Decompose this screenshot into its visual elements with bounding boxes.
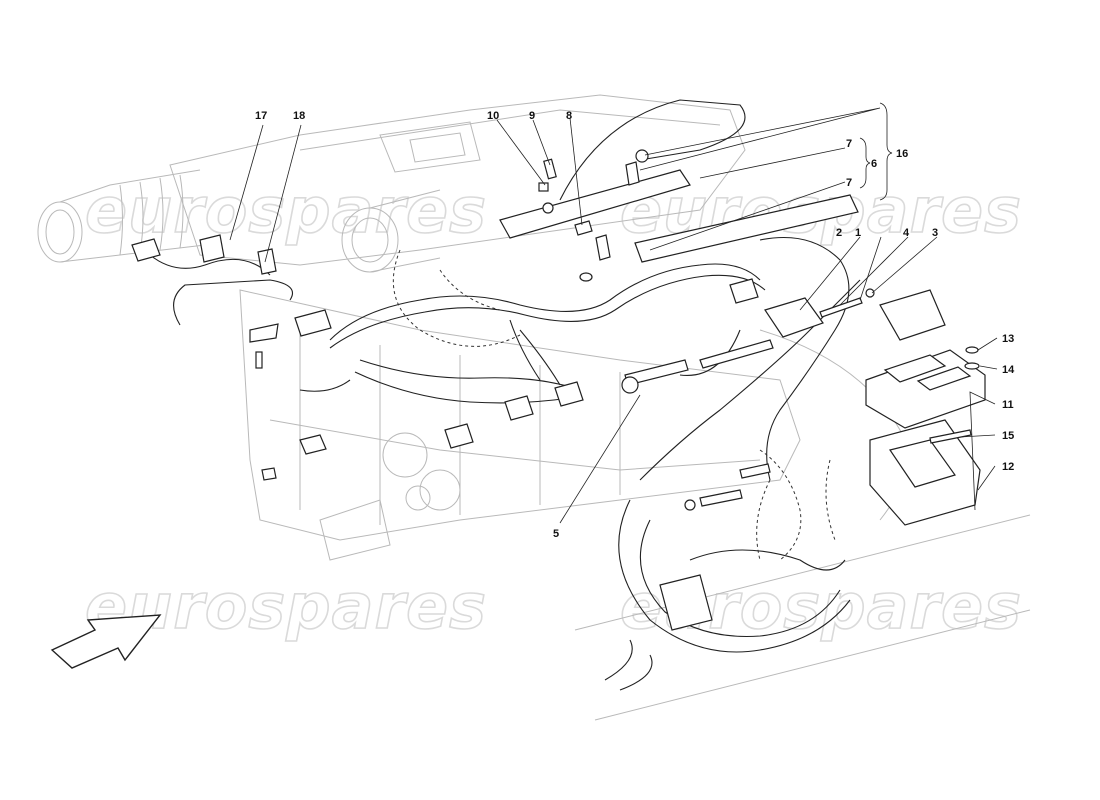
callout-2: 2 [836, 227, 842, 239]
callout-14: 14 [1002, 364, 1015, 376]
nut-13 [965, 346, 979, 354]
washer-14 [964, 362, 980, 370]
watermark-bottom-left: eurospares [85, 570, 487, 643]
fuel-rail-assembly [499, 99, 859, 282]
callout-8: 8 [566, 110, 572, 122]
fuel-rail-fitting [542, 202, 554, 214]
callout-labels: 1 2 3 4 5 6 7 7 8 9 10 11 12 13 14 15 16… [255, 110, 1015, 540]
callout-16: 16 [896, 148, 908, 160]
bolt-4 [819, 297, 863, 318]
callout-18: 18 [293, 110, 305, 122]
callout-7-upper: 7 [846, 138, 852, 150]
injector-clip [574, 220, 593, 236]
washer-part [538, 182, 549, 192]
callout-3: 3 [932, 227, 938, 239]
wiring-harness [149, 237, 861, 691]
callout-1: 1 [855, 227, 861, 239]
screw-15 [929, 429, 972, 444]
sensor-connectors [131, 234, 986, 631]
callout-6: 6 [871, 158, 877, 170]
callout-9: 9 [529, 110, 535, 122]
connector-17 [199, 234, 225, 263]
callout-12: 12 [1002, 461, 1014, 473]
callout-15: 15 [1002, 430, 1014, 442]
leader-lines [229, 102, 998, 524]
direction-arrow-icon [50, 614, 162, 669]
callout-13: 13 [1002, 333, 1014, 345]
injector-part [595, 234, 611, 261]
callout-10: 10 [487, 110, 499, 122]
callout-4: 4 [903, 227, 910, 239]
screw-part [543, 158, 557, 180]
sensor-2 [764, 297, 824, 338]
callout-5: 5 [553, 528, 559, 540]
callout-17: 17 [255, 110, 267, 122]
connector-18 [257, 248, 277, 275]
watermark-top-left: eurospares [85, 174, 487, 247]
callout-7-lower: 7 [846, 177, 852, 189]
callout-11: 11 [1002, 399, 1014, 411]
